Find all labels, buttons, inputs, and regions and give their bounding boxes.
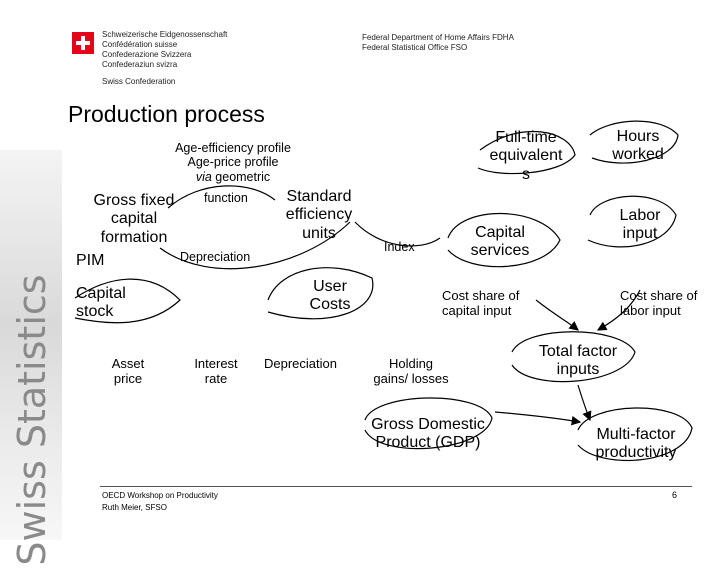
cost-share-labor-line: Cost share of [620,288,698,303]
gdp-line: Product (GDP) [375,434,481,452]
arc-gross-to-standard [167,185,276,209]
confederation-line: Confederazione Svizzera [102,50,192,59]
pim-label: PIM [76,252,105,269]
arc-user-costs [267,267,374,320]
depreciation-bottom-label: Depreciation [264,356,337,371]
capital-services-line: Capital [475,224,525,241]
arc-gdp [364,397,493,450]
hours-line: worked [612,146,664,164]
user-costs-label: User Costs [290,278,370,315]
cost-share-capital-line: capital input [442,302,512,318]
capital-services-label: Capital services [460,224,540,261]
gdp-label: Gross Domestic Product (GDP) [364,416,492,453]
user-costs-line: User [313,278,347,295]
diagram-connectors [74,120,693,462]
author-name: Ruth Meier, SFSO [102,503,167,512]
confederation-line: Schweizerische Eidgenossenschaft [102,30,228,39]
labor-input-line: input [622,225,658,243]
cost-share-labor-line: labor input [620,302,681,318]
arc-capital-stock [74,278,181,324]
depreciation-top-label: Depreciation [180,250,251,264]
total-factor-label: Total factor inputs [528,343,628,380]
department-block: Federal Department of Home Affairs FDHA … [362,33,514,53]
asset-price-line: Asset [111,356,145,371]
profile-geometric: via geometric [158,170,308,184]
confederation-line: Confederaziun svizra [102,60,178,69]
swiss-flag-icon [72,32,94,54]
arc-labor [587,195,677,248]
interest-rate-label: Interest rate [188,356,244,387]
gross-fixed-line: formation [100,228,168,246]
gdp-line: Gross Domestic [371,416,485,433]
labor-input-label: Labor input [600,207,680,244]
arrow-tfi-to-mfp [577,384,592,422]
profile-age-price: Age-price profile [187,155,279,170]
interest-rate-line: Interest [194,356,238,371]
capital-stock-label: Capital stock [76,285,126,322]
total-factor-line: Total factor [538,343,618,360]
index-label: Index [384,240,415,254]
page-number: 6 [672,490,678,500]
holding-line: Holding [388,356,434,371]
confederation-line: Confédération suisse [102,40,178,49]
confederation-block: Schweizerische Eidgenossenschaft Confédé… [102,30,227,87]
gross-fixed-line: capital [110,210,158,228]
hours-worked-label: Hours worked [598,128,678,165]
cost-share-capital-label: Cost share of capital input [442,288,538,319]
mfp-line: productivity [595,444,677,462]
capital-stock-line: stock [76,303,114,321]
gross-fixed-line: Gross fixed [93,192,175,209]
fte-label: Full-time equivalent s [480,129,572,184]
asset-price-label: Asset price [104,356,152,387]
workshop-name: OECD Workshop on Productivity [102,491,218,500]
mfp-line: Multi-factor [596,426,676,443]
profile-age-efficiency: Age-efficiency profile [175,141,291,155]
holding-gains-label: Holding gains/ losses [366,356,456,387]
department-name: Federal Department of Home Affairs FDHA [362,33,514,42]
arc-total-factor [511,331,636,383]
interest-rate-line: rate [204,370,228,386]
sidebar-background [0,150,62,540]
standard-line: units [302,224,336,242]
cost-share-capital-line: Cost share of [442,288,520,303]
arc-gross-to-standard-lower [159,221,351,270]
swiss-confederation: Swiss Confederation [102,77,176,86]
labor-input-line: Labor [619,207,661,224]
office-name: Federal Statistical Office FSO [362,43,468,52]
arc-index [354,221,441,247]
slide-title: Production process [68,101,265,127]
standard-line: Standard [286,188,352,205]
profiles-label: Age-efficiency profile Age-price profile… [158,141,308,184]
arrow-gdp-to-mfp [494,411,582,426]
fte-line: Full-time [495,129,557,146]
holding-line: gains/ losses [373,370,449,386]
fte-line: equivalent [489,147,563,165]
arrow-labor-share [596,289,641,331]
capital-stock-line: Capital [76,285,126,302]
total-factor-line: inputs [556,361,600,379]
arc-fte [477,130,576,175]
user-costs-line: Costs [309,296,351,314]
hours-line: Hours [616,128,660,145]
gross-fixed-label: Gross fixed capital formation [86,192,182,247]
footer-info: OECD Workshop on Productivity Ruth Meier… [102,490,218,514]
mfp-label: Multi-factor productivity [586,426,686,463]
arc-hours [589,120,679,164]
profile-geometric-text: geometric [211,169,271,184]
fte-line: s [522,165,530,183]
profile-via: via [195,169,212,184]
cost-share-labor-label: Cost share of labor input [620,288,716,319]
standard-line: efficiency [285,206,353,224]
capital-services-line: services [470,242,530,260]
footer-divider [100,486,692,487]
asset-price-line: price [113,370,143,386]
arrow-capital-share [535,299,579,331]
arc-mfp [577,407,693,462]
function-label: function [204,191,248,205]
arc-capital-services [447,212,561,268]
standard-efficiency-label: Standard efficiency units [276,188,362,243]
